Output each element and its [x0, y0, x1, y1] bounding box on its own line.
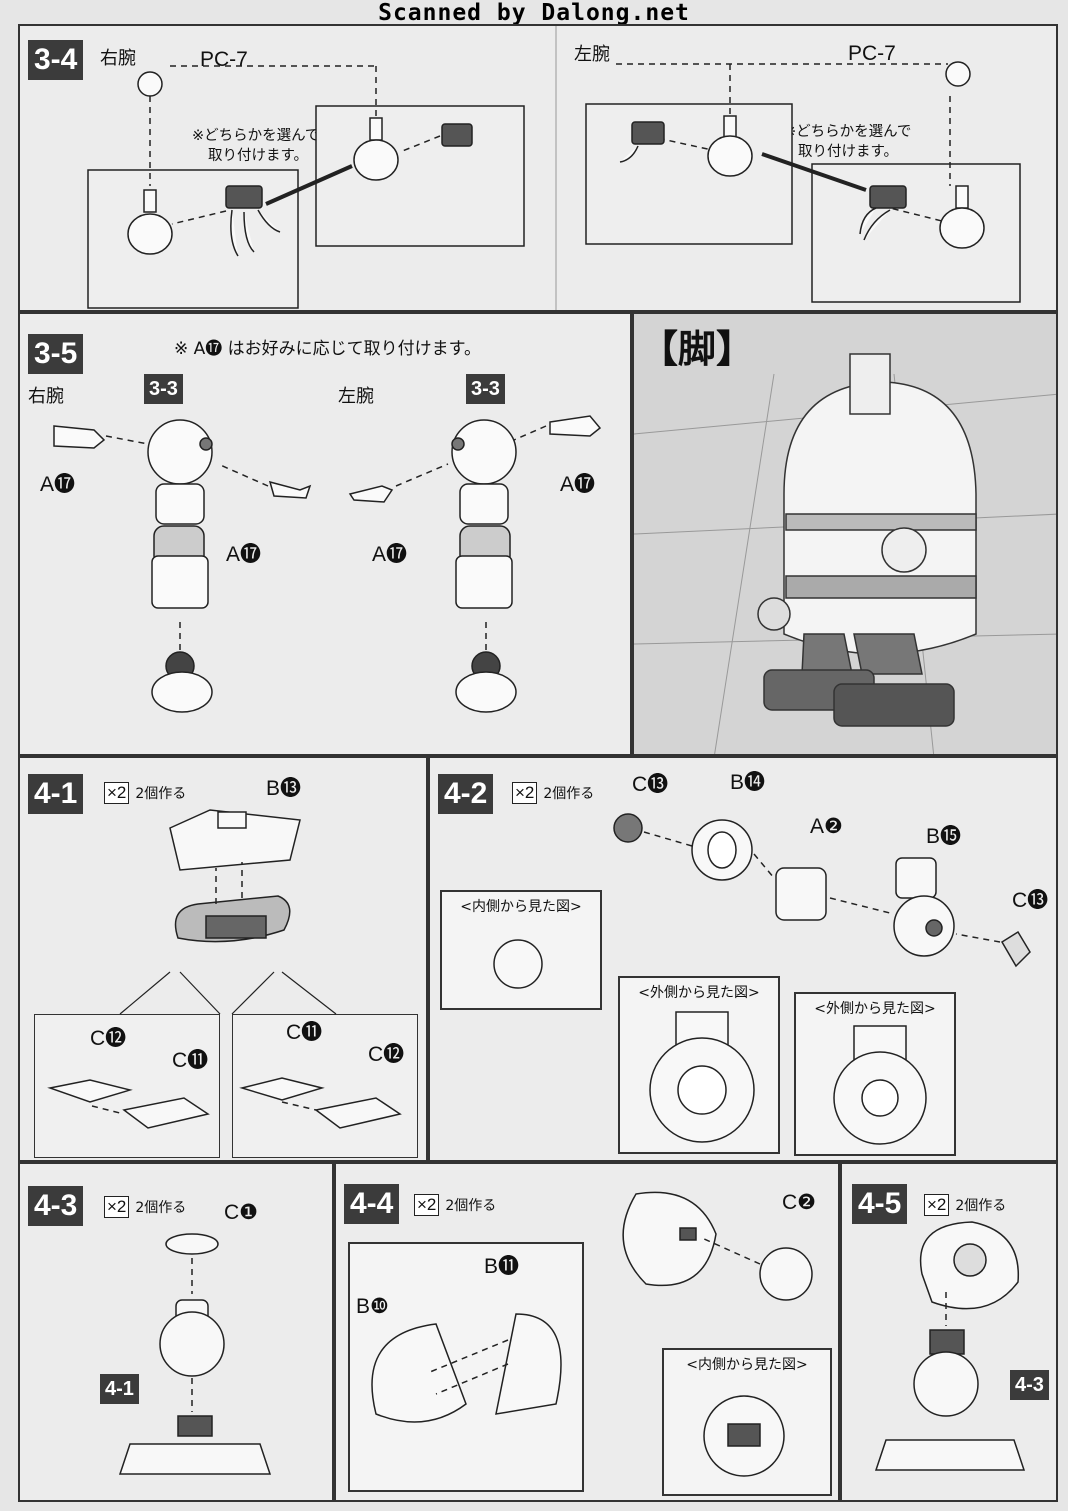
- outer-view-title-right: <外側から見た図>: [814, 1001, 936, 1017]
- step-4-1-count: ×2 2個作る: [104, 782, 186, 804]
- part-b15: B⓯: [926, 825, 962, 848]
- right-note-2: 取り付けます。: [208, 148, 309, 164]
- part-c13-right: C⓭: [1012, 889, 1049, 912]
- ref-3-3-left: 3-3: [466, 374, 505, 404]
- a17-label-4: A⓱: [560, 473, 596, 496]
- part-b11: B⓫: [484, 1255, 520, 1278]
- step-4-1-badge: 4-1: [28, 774, 84, 814]
- step-4-1-panel: 4-1 ×2 2個作る B⓭ C⓬ C⓫ C⓫ C⓬: [18, 756, 428, 1162]
- step-4-3-panel: 4-3 ×2 2個作る C❶ 4-1: [18, 1162, 334, 1502]
- times-two-box: ×2: [512, 782, 538, 804]
- step-4-5-panel: 4-5 ×2 2個作る 4-3: [840, 1162, 1058, 1502]
- step-4-4-badge: 4-4: [344, 1184, 400, 1224]
- inner-view-title-44: <内側から見た図>: [686, 1357, 808, 1373]
- outer-view-title-left: <外側から見た図>: [638, 985, 760, 1001]
- step-4-4-text: 4-4: [350, 1187, 394, 1220]
- left-note-1: ※どちらかを選んで: [784, 124, 912, 140]
- times-two-box: ×2: [414, 1194, 440, 1216]
- step-3-5-note: ※ A⓱ はお好みに応じて取り付けます。: [174, 339, 481, 359]
- step-3-5-drawing: [53, 415, 602, 713]
- step-4-3-badge: 4-3: [28, 1186, 84, 1226]
- step-3-5-panel: 3-5 ※ A⓱ はお好みに応じて取り付けます。 右腕 左腕 3-3 3-3 A…: [18, 312, 632, 756]
- count-text: 2個作る: [135, 786, 187, 802]
- step-4-2-text: 4-2: [444, 777, 488, 810]
- inner-view-title: <内側から見た図>: [460, 899, 582, 915]
- right-arm-label-35: 右腕: [28, 386, 64, 407]
- part-b10: B❿: [356, 1295, 389, 1318]
- part-c11-right: C⓫: [286, 1021, 323, 1044]
- right-arm-label: 右腕: [100, 48, 136, 69]
- right-note-1: ※どちらかを選んで: [192, 128, 320, 144]
- robot-photo: [634, 353, 1056, 754]
- step-4-1-drawing: [47, 809, 402, 1129]
- step-4-4-drawing: [371, 1191, 813, 1477]
- step-3-4-badge: 3-4: [28, 40, 84, 80]
- step-4-5-count: ×2 2個作る: [924, 1194, 1006, 1216]
- a17-label-3: A⓱: [372, 543, 408, 566]
- count-text: 2個作る: [445, 1198, 497, 1214]
- ref-4-1: 4-1: [100, 1374, 139, 1404]
- leg-photo-panel: 【脚】: [632, 312, 1058, 756]
- part-c2: C❷: [782, 1191, 816, 1214]
- left-arm-label: 左腕: [574, 44, 610, 65]
- part-c13-top: C⓭: [632, 773, 669, 796]
- step-4-3-drawing: [118, 1233, 272, 1475]
- step-4-3-text: 4-3: [34, 1189, 78, 1222]
- part-c11-left: C⓫: [172, 1049, 209, 1072]
- a17-label-2: A⓱: [226, 543, 262, 566]
- count-text: 2個作る: [955, 1198, 1007, 1214]
- right-pc7-label: PC-7: [200, 48, 248, 71]
- step-4-2-count: ×2 2個作る: [512, 782, 594, 804]
- watermark: Scanned by Dalong.net: [378, 0, 690, 26]
- part-b13: B⓭: [266, 777, 302, 800]
- part-a2: A❷: [810, 815, 843, 838]
- step-4-5-badge: 4-5: [852, 1184, 908, 1224]
- leg-section-title: 【脚】: [640, 326, 755, 371]
- ref-3-3-right: 3-3: [144, 374, 183, 404]
- step-4-2-drawing: [493, 813, 1031, 1145]
- step-4-4-count: ×2 2個作る: [414, 1194, 496, 1216]
- step-4-2-badge: 4-2: [438, 774, 494, 814]
- ref-4-3: 4-3: [1010, 1370, 1049, 1400]
- count-text: 2個作る: [543, 786, 595, 802]
- left-pc7-label: PC-7: [848, 42, 896, 65]
- step-3-4-panel: 3-4 右腕 PC-7 ※どちらかを選んで 取り付けます。 B❸ C❻ B❸ C…: [18, 24, 1058, 312]
- part-c12-right: C⓬: [368, 1043, 405, 1066]
- step-3-4-drawing: [87, 26, 1021, 310]
- times-two-box: ×2: [104, 782, 130, 804]
- left-note-2: 取り付けます。: [798, 144, 899, 160]
- part-c1: C❶: [224, 1201, 258, 1224]
- step-4-4-panel: 4-4 ×2 2個作る C❷ B⓫ B❿ <内側から見た図>: [334, 1162, 840, 1502]
- part-b14: B⓮: [730, 771, 766, 794]
- step-4-5-drawing: [874, 1221, 1026, 1471]
- times-two-box: ×2: [924, 1194, 950, 1216]
- step-4-1-text: 4-1: [34, 777, 78, 810]
- step-3-5-badge: 3-5: [28, 334, 84, 374]
- step-4-2-panel: 4-2 ×2 2個作る C⓭ B⓮ A❷ B⓯ C⓭ <内側から見た図> <外側…: [428, 756, 1058, 1162]
- part-c12-left: C⓬: [90, 1027, 127, 1050]
- step-4-3-count: ×2 2個作る: [104, 1196, 186, 1218]
- count-text: 2個作る: [135, 1200, 187, 1216]
- left-arm-label-35: 左腕: [338, 386, 374, 407]
- a17-label-1: A⓱: [40, 473, 76, 496]
- step-4-5-text: 4-5: [858, 1187, 902, 1220]
- times-two-box: ×2: [104, 1196, 130, 1218]
